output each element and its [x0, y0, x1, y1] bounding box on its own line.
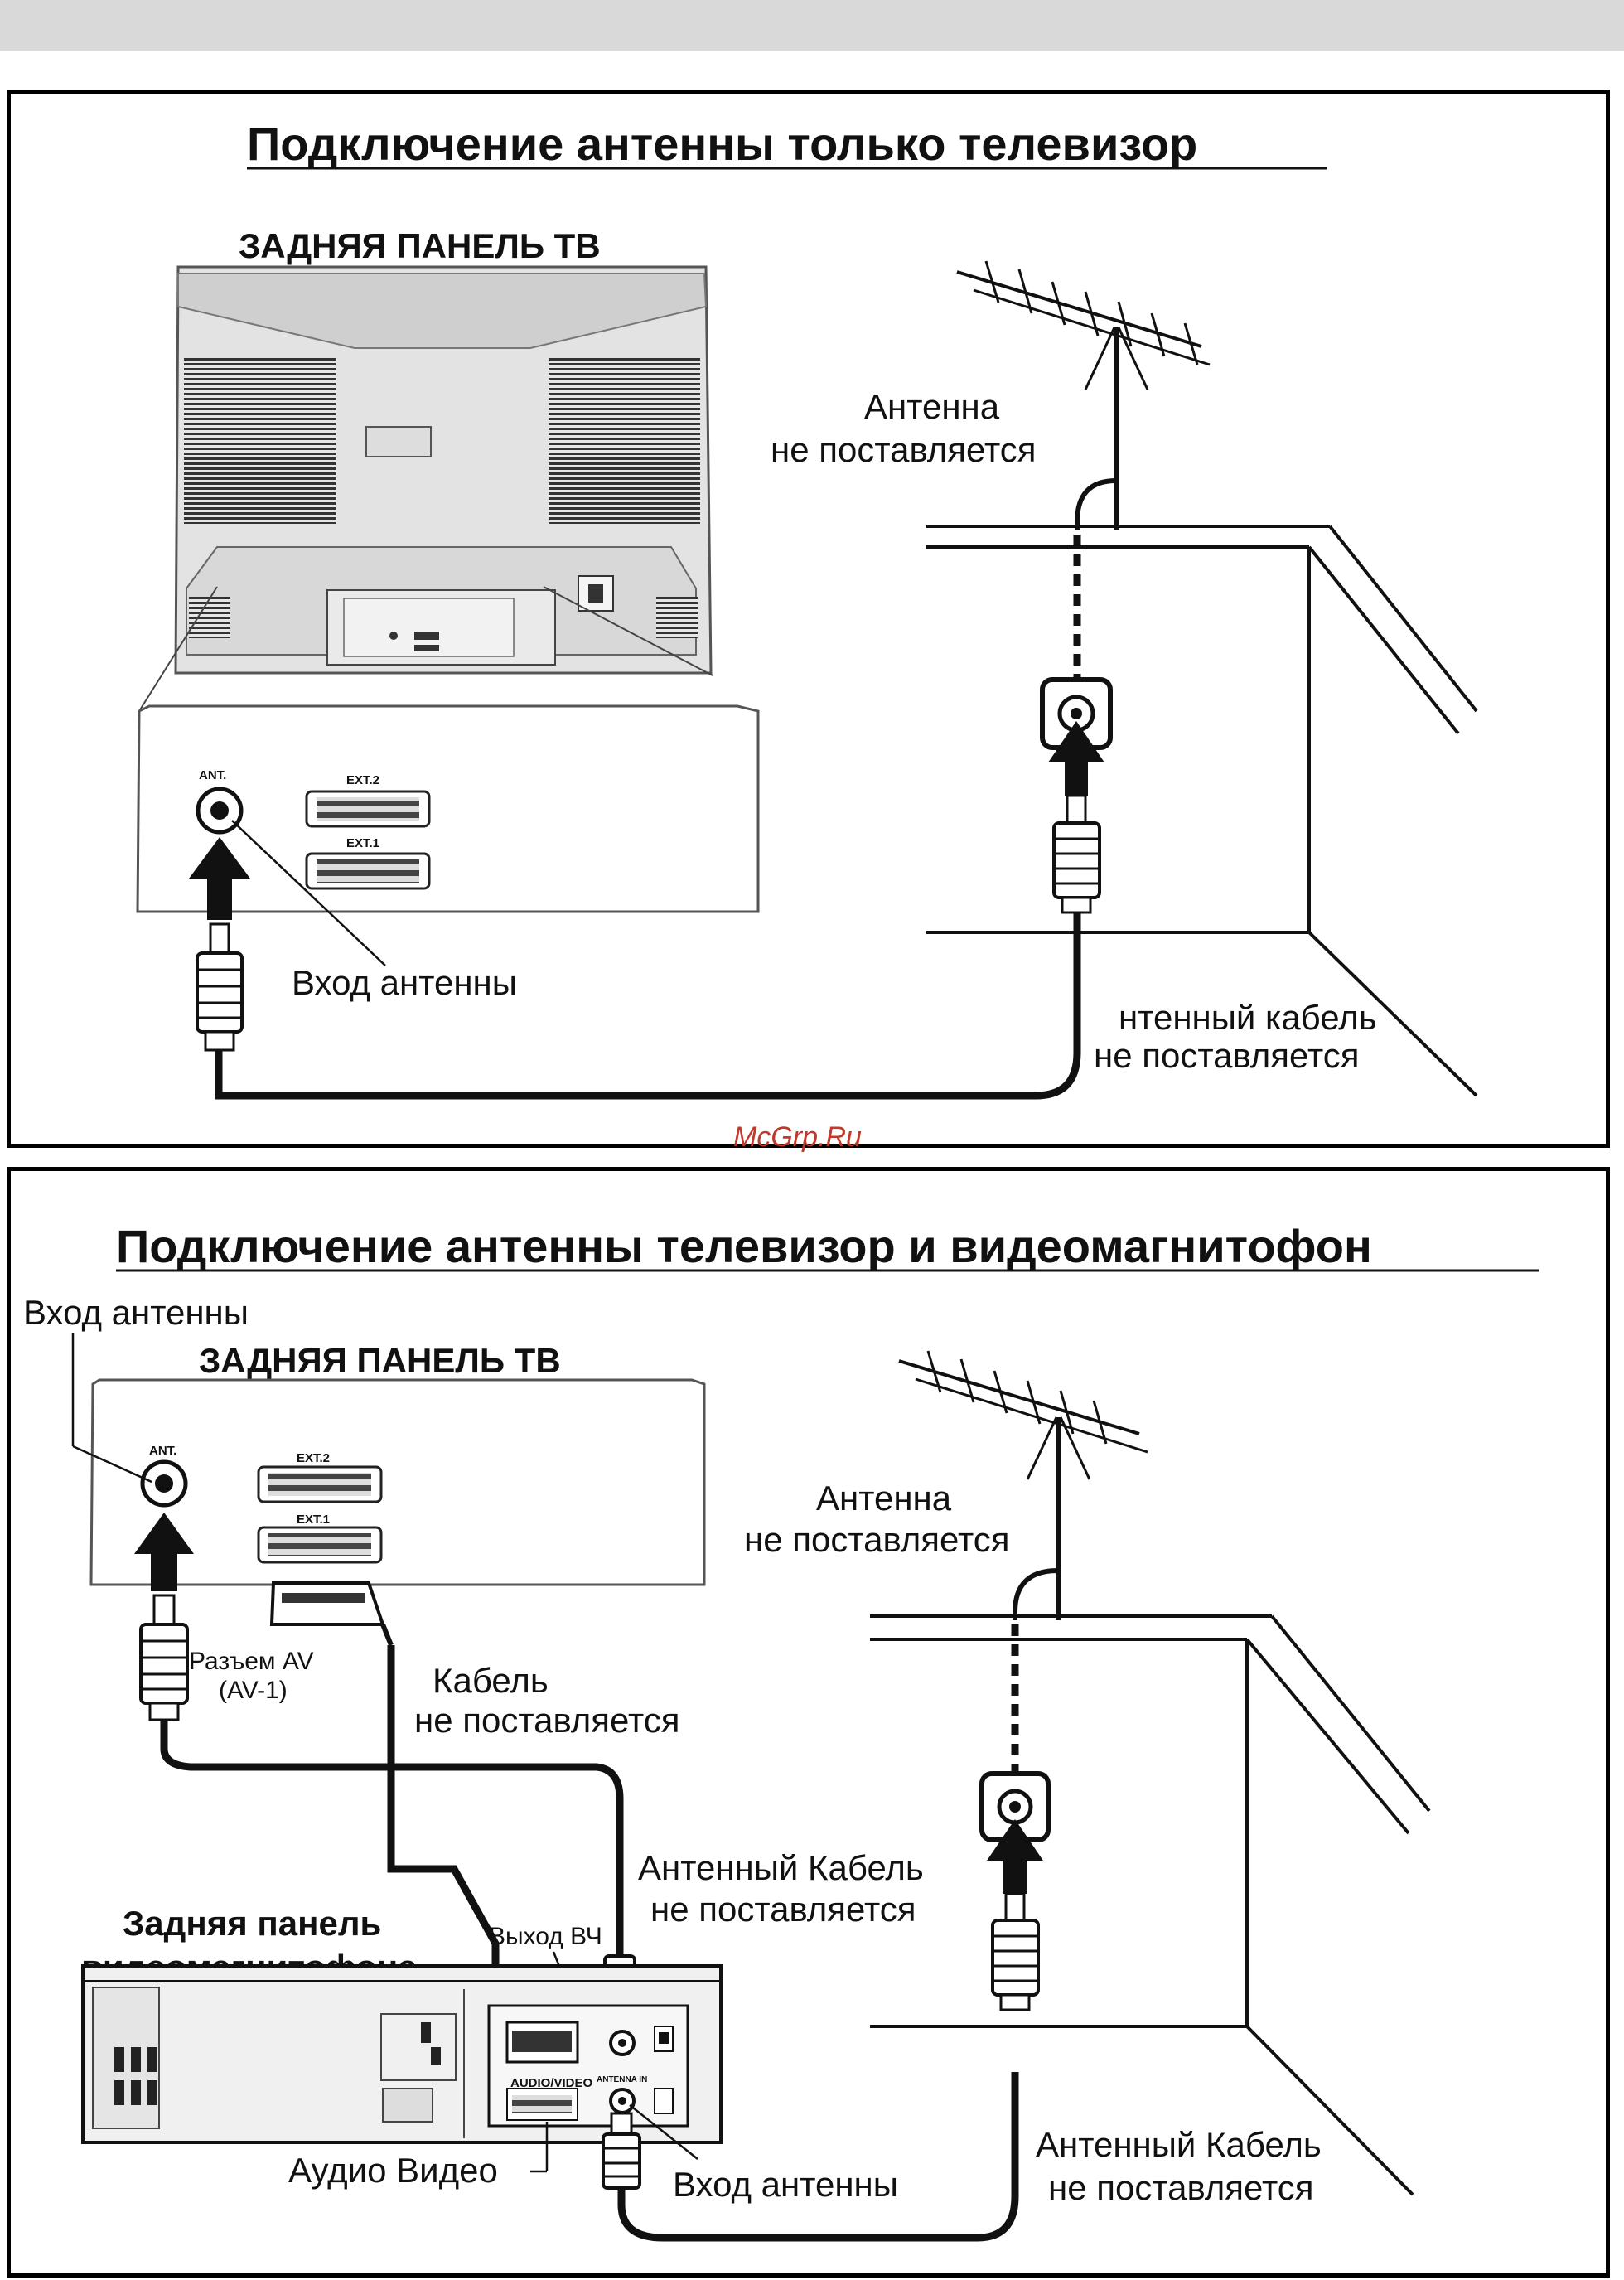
- av-connector-label-line1: Разъем AV: [189, 1648, 314, 1675]
- vcr-port-antenna-label: ANTENNA IN: [597, 2075, 647, 2084]
- antenna-section1: [956, 260, 1211, 530]
- antenna-cable-section1: [215, 912, 1081, 1100]
- coax-plug-tv: [196, 922, 244, 1052]
- section2-tv-rear-title: ЗАДНЯЯ ПАНЕЛЬ ТВ: [199, 1341, 561, 1380]
- wall-socket-section1: [1040, 677, 1113, 750]
- section2-port-ext1-label: EXT.1: [297, 1513, 330, 1527]
- scart-cable-label-line1: Кабель: [433, 1661, 549, 1700]
- vcr-rear-label-line1: Задняя панель: [123, 1904, 381, 1943]
- arrow-to-ant-input-section2: [134, 1513, 194, 1591]
- leader-ant-input: [231, 820, 386, 966]
- section2-port-ext2-label: EXT.2: [297, 1451, 330, 1465]
- arrow-to-wall-socket-section2: [987, 1819, 1043, 1894]
- vcr-port-av-label: AUDIO/VIDEO: [510, 2076, 593, 2090]
- tv-port-panel-zoom: [136, 704, 760, 913]
- antenna-section2: [898, 1350, 1148, 1620]
- wall-socket-section2: [979, 1771, 1051, 1842]
- top-bar: [0, 0, 1624, 51]
- rf-out-label: Выход ВЧ: [489, 1923, 602, 1950]
- section1-cable-label-line1: нтенный кабель: [1119, 998, 1377, 1037]
- section-frame-tv-vcr: [7, 1167, 1610, 2278]
- section-frame-tv-only: [7, 90, 1610, 1148]
- coax-plug-tv-section2: [139, 1594, 189, 1721]
- scart-plug: [269, 1581, 394, 1647]
- tv-port-panel-section2: [89, 1378, 706, 1586]
- antenna-cable1-label-line2: не поставляется: [650, 1890, 916, 1929]
- antenna-cable1-label-line1: Антенный Кабель: [638, 1848, 924, 1887]
- av-connector-label-line2: (AV-1): [219, 1677, 288, 1704]
- vcr-rear-illustration: [81, 1964, 723, 2144]
- section1-antenna-label-line1: Антенна: [864, 387, 1000, 426]
- leader-ant-top: [72, 1445, 152, 1484]
- section1-antenna-label-line2: не поставляется: [771, 430, 1037, 469]
- wall-section1: [926, 525, 1478, 1097]
- leader-antenna-input-bottom: [629, 2104, 698, 2160]
- section1-port-ext1-label: EXT.1: [346, 836, 379, 850]
- antenna-cable2-label-line2: не поставляется: [1048, 2168, 1314, 2207]
- arrow-to-wall-socket-section1: [1048, 721, 1104, 796]
- antenna-cable-wall-to-vcr: [617, 2072, 1019, 2242]
- antenna-cable2-label-line1: Антенный Кабель: [1036, 2125, 1322, 2164]
- section2-port-ant-label: ANT.: [149, 1444, 176, 1458]
- section2-title: Подключение антенны телевизор и видеомаг…: [116, 1220, 1372, 1272]
- coax-plug-vcr-antenna-in: [602, 2112, 641, 2190]
- wall-section2: [870, 1614, 1431, 2196]
- section1-cable-label-line2: не поставляется: [1094, 1036, 1360, 1075]
- section1-port-ext2-label: EXT.2: [346, 773, 379, 787]
- coax-plug-wall-section2: [991, 1892, 1040, 2011]
- arrow-to-ant-input: [189, 837, 250, 920]
- section1-antenna-input-label: Вход антенны: [292, 963, 517, 1002]
- section1-title: Подключение антенны только телевизор: [247, 118, 1197, 170]
- section1-port-ant-label: ANT.: [199, 768, 226, 782]
- coax-plug-wall-section1: [1052, 794, 1101, 914]
- scart-cable-label-line2: не поставляется: [414, 1701, 680, 1740]
- section2-antenna-input-top: Вход антенны: [23, 1293, 249, 1332]
- watermark: McGrp.Ru: [733, 1121, 862, 1153]
- section2-antenna-label-line2: не поставляется: [744, 1520, 1010, 1559]
- audio-video-label: Аудио Видео: [288, 2151, 498, 2190]
- section2-antenna-label-line1: Антенна: [816, 1479, 952, 1518]
- section1-tv-rear-title: ЗАДНЯЯ ПАНЕЛЬ ТВ: [239, 226, 601, 265]
- tv-rear-illustration: [138, 265, 713, 712]
- antenna-input-bottom-label: Вход антенны: [673, 2165, 898, 2204]
